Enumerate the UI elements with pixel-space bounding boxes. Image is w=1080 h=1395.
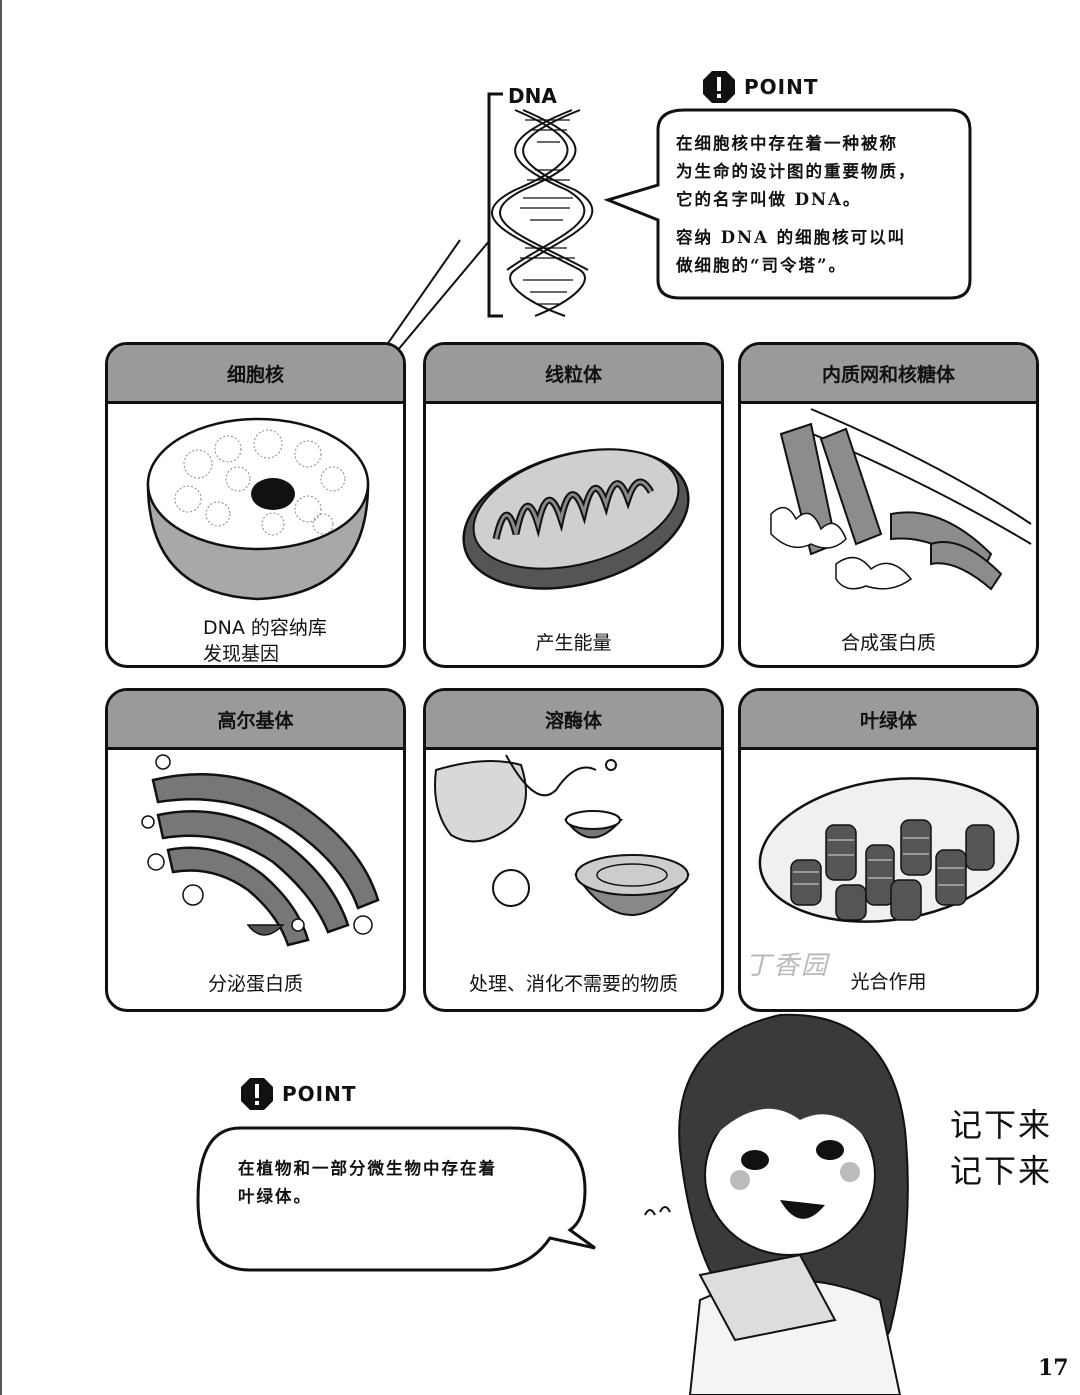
mitochondria-illustration: [462, 448, 690, 590]
top-point-text: 在细胞核中存在着一种被称 为生命的设计图的重要物质， 它的名字叫做 DNA。 容…: [676, 130, 976, 280]
speech-bubble-bottom: [196, 1126, 596, 1272]
exclamation-icon: [703, 71, 735, 103]
bottom-point-line: 在植物和一部分微生物中存在着: [238, 1159, 497, 1178]
dna-label: DNA: [508, 84, 557, 108]
card-title: 叶绿体: [741, 691, 1036, 750]
page-left-border: [0, 0, 2, 1395]
card-caption: 分泌蛋白质: [207, 973, 303, 995]
card-caption: 产生能量: [535, 632, 612, 654]
top-point-line: 为生命的设计图的重要物质，: [676, 162, 917, 181]
card-caption: 处理、消化不需要的物质: [468, 973, 678, 995]
golgi-illustration: [141, 754, 380, 947]
card-nucleus: 细胞核 DNA 的容纳库 发现基因: [105, 342, 406, 668]
speech-bubble-top: [603, 108, 972, 300]
card-caption: DNA 的容纳库 发现基因: [108, 615, 403, 665]
card-title: 内质网和核糖体: [741, 345, 1036, 404]
shout-text: 记下来 记下来: [950, 1102, 1052, 1194]
top-point-line: 在细胞核中存在着一种被称: [676, 134, 898, 153]
exclamation-icon: [241, 1078, 273, 1110]
card-er-ribosome: 内质网和核糖体 合成蛋白质: [738, 342, 1039, 668]
card-title: 细胞核: [108, 345, 403, 404]
card-title: 高尔基体: [108, 691, 403, 750]
watermark-text: 丁香园: [745, 951, 830, 981]
point-label: POINT: [744, 75, 819, 99]
top-point-line: 容纳 DNA 的细胞核可以叫: [676, 228, 907, 247]
point-label: POINT: [282, 1082, 357, 1106]
top-point-line: 做细胞的“司令塔”。: [676, 256, 847, 275]
bottom-point-text: 在植物和一部分微生物中存在着 叶绿体。: [238, 1155, 578, 1211]
card-golgi: 高尔基体 分泌蛋白质: [105, 688, 406, 1012]
card-chloroplast: 叶绿体 光合作用: [738, 688, 1039, 1012]
caption-line: 发现基因: [203, 643, 280, 665]
er-ribosome-illustration: [770, 408, 1032, 591]
shout-line: 记下来: [950, 1106, 1053, 1144]
page-number: 17: [1038, 1355, 1069, 1381]
card-caption: 光合作用: [850, 971, 927, 993]
point-badge-top: POINT: [702, 70, 818, 104]
chloroplast-illustration: [758, 777, 1020, 923]
point-badge-bottom: POINT: [240, 1077, 356, 1111]
card-title: 溶酶体: [426, 691, 721, 750]
card-mitochondria: 线粒体 产生能量: [423, 342, 724, 668]
lysosome-illustration: [434, 754, 690, 916]
dna-helix-illustration: [487, 92, 594, 318]
card-title: 线粒体: [426, 345, 721, 404]
bottom-point-line: 叶绿体。: [238, 1187, 312, 1206]
card-lysosome: 溶酶体 处理、消化不需要的物质: [423, 688, 724, 1012]
nucleus-illustration: [146, 417, 370, 601]
top-point-line: 它的名字叫做 DNA。: [676, 190, 862, 209]
caption-line: DNA 的容纳库: [203, 617, 327, 639]
girl-character-illustration: [644, 1013, 909, 1395]
card-caption: 合成蛋白质: [840, 632, 936, 654]
shout-line: 记下来: [950, 1152, 1053, 1190]
